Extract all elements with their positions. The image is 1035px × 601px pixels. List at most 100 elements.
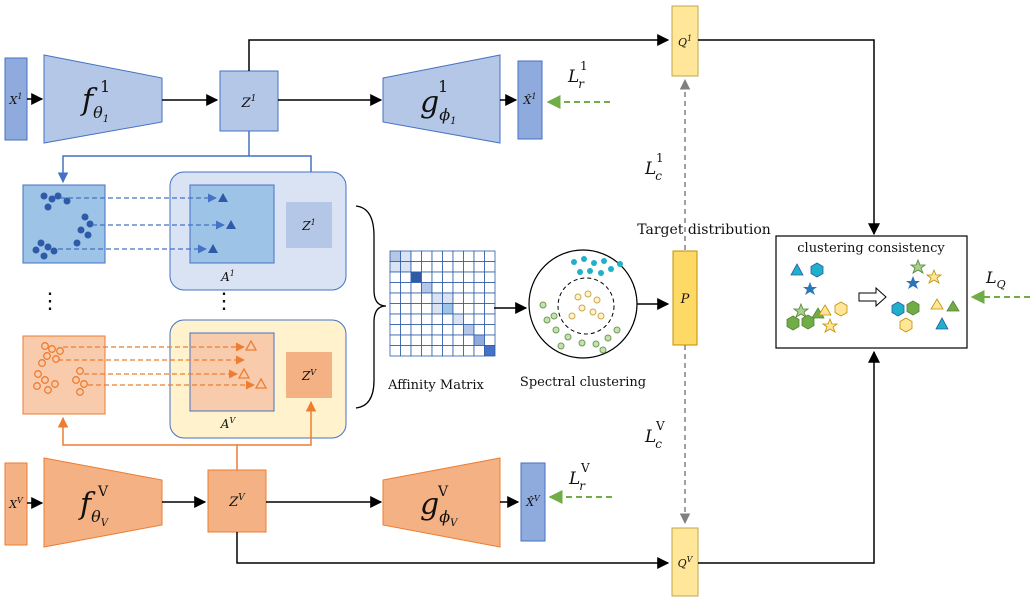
viewv-affinity-markers (237, 339, 268, 389)
affinity-cell (463, 282, 475, 294)
spectral-caption: Spectral clustering (520, 375, 646, 390)
affinity-cell (421, 313, 433, 325)
affinity-cell (410, 313, 422, 325)
input-xv-box (4, 462, 28, 546)
affinity-cell (473, 303, 485, 315)
ellipsis-middle: ⋮ (213, 289, 235, 314)
view-v-pipeline: XV fθV V ZV gϕV V X̂V Lr V (4, 457, 670, 569)
affinity-cell (421, 261, 433, 273)
affinity-cell (452, 345, 464, 357)
affinity-cell (410, 261, 422, 273)
decoder-gv-label: gϕV (420, 487, 459, 529)
recon-xhatv-box (520, 462, 546, 542)
affinity-cell (431, 313, 443, 325)
latent-z1-label: Z1 (241, 94, 257, 111)
affinity-cell (431, 303, 443, 315)
affinity-cell (421, 250, 433, 262)
decoder-g1-trapezoid (382, 54, 501, 144)
q1-box (671, 5, 699, 77)
affinity-cell (463, 271, 475, 283)
affinity-cell (389, 303, 401, 315)
affinity-cell (463, 313, 475, 325)
affinity-cell (452, 261, 464, 273)
recon-loss-v-label: Lr (568, 469, 586, 493)
arrow-qv-to-consistency (698, 350, 880, 564)
affinity-cell (400, 334, 412, 346)
target-distribution-label: Target distribution (637, 222, 771, 238)
viewv-scatter-box (22, 335, 106, 415)
affinity-matrix-caption: Affinity Matrix (387, 378, 484, 393)
decoder-gv-sup: V (437, 484, 449, 500)
affinity-cell (431, 334, 443, 346)
grouping-brace (355, 205, 387, 409)
latent-zv-label: ZV (228, 493, 246, 510)
affinity-cell (400, 271, 412, 283)
recon-xhat1-label: X̂1 (523, 92, 537, 107)
affinity-cell (421, 292, 433, 304)
spectral-cyan-points (571, 256, 623, 276)
encoder-fv-trapezoid (43, 457, 163, 548)
z1-small-box (286, 202, 332, 248)
affinity-cell (410, 345, 422, 357)
recon-loss-1-label: Lr (567, 67, 585, 91)
consistency-loss-label: LQ (985, 268, 1006, 291)
affinity-cell (442, 334, 454, 346)
affinity-cell (484, 303, 496, 315)
affinity-av-label: AV (220, 416, 237, 431)
ellipsis-left: ⋮ (39, 289, 61, 314)
affinity-cell (431, 261, 443, 273)
affinity-cell (400, 303, 412, 315)
zv-small-box (286, 352, 332, 398)
clustering-consistency: clustering consistency (775, 235, 968, 349)
zv-small-label: ZV (301, 368, 317, 383)
affinity-cell (484, 334, 496, 346)
decoder-g1-label: gϕ1 (420, 85, 457, 127)
affinity-cell (410, 282, 422, 294)
affinity-cell (484, 324, 496, 336)
spectral-yellow-points (568, 290, 605, 320)
zv-branch-up-right (237, 400, 317, 446)
viewv-scatter-points (33, 342, 88, 396)
affinity-cell (431, 324, 443, 336)
affinity-cell (400, 261, 412, 273)
affinity-cell (452, 303, 464, 315)
affinity-cell (442, 250, 454, 262)
affinity-cell (463, 324, 475, 336)
affinity-cell (442, 271, 454, 283)
latent-zv-box (207, 469, 267, 533)
input-xv-label: XV (8, 496, 24, 511)
affinity-cell (452, 282, 464, 294)
affinity-cell (442, 261, 454, 273)
affinity-cell (463, 250, 475, 262)
recon-xhat1-box (517, 60, 543, 140)
qv-box (671, 527, 699, 597)
spectral-green-points (539, 301, 621, 354)
affinity-cell (452, 271, 464, 283)
affinity-av-box (189, 332, 275, 412)
affinity-cell (473, 261, 485, 273)
encoder-fv-sup: V (97, 484, 109, 500)
z1-small-label: Z1 (301, 218, 315, 233)
q1-label: Q1 (678, 34, 692, 49)
view1-dashed-mapping (58, 193, 225, 254)
qv-label: QV (678, 555, 694, 570)
latent-z1-box (219, 70, 279, 132)
affinity-cell (473, 292, 485, 304)
cluster-loss-v-label: Lc (644, 427, 662, 451)
affinity-cell (431, 292, 443, 304)
affinity-cell (442, 282, 454, 294)
arrow-z1-to-q1 (248, 34, 670, 71)
consistency-after-shapes (891, 258, 960, 333)
affinity-cell (484, 282, 496, 294)
zv-branch-up-left (57, 416, 238, 470)
affinity-cell (389, 313, 401, 325)
affinity-cell (452, 292, 464, 304)
affinity-cell (431, 250, 443, 262)
affinity-cell (400, 313, 412, 325)
recon-loss-v-sup: V (580, 461, 590, 475)
affinity-cell (463, 345, 475, 357)
affinity-cell (410, 324, 422, 336)
z1-branch-down (57, 131, 250, 184)
affinity-cell (473, 334, 485, 346)
